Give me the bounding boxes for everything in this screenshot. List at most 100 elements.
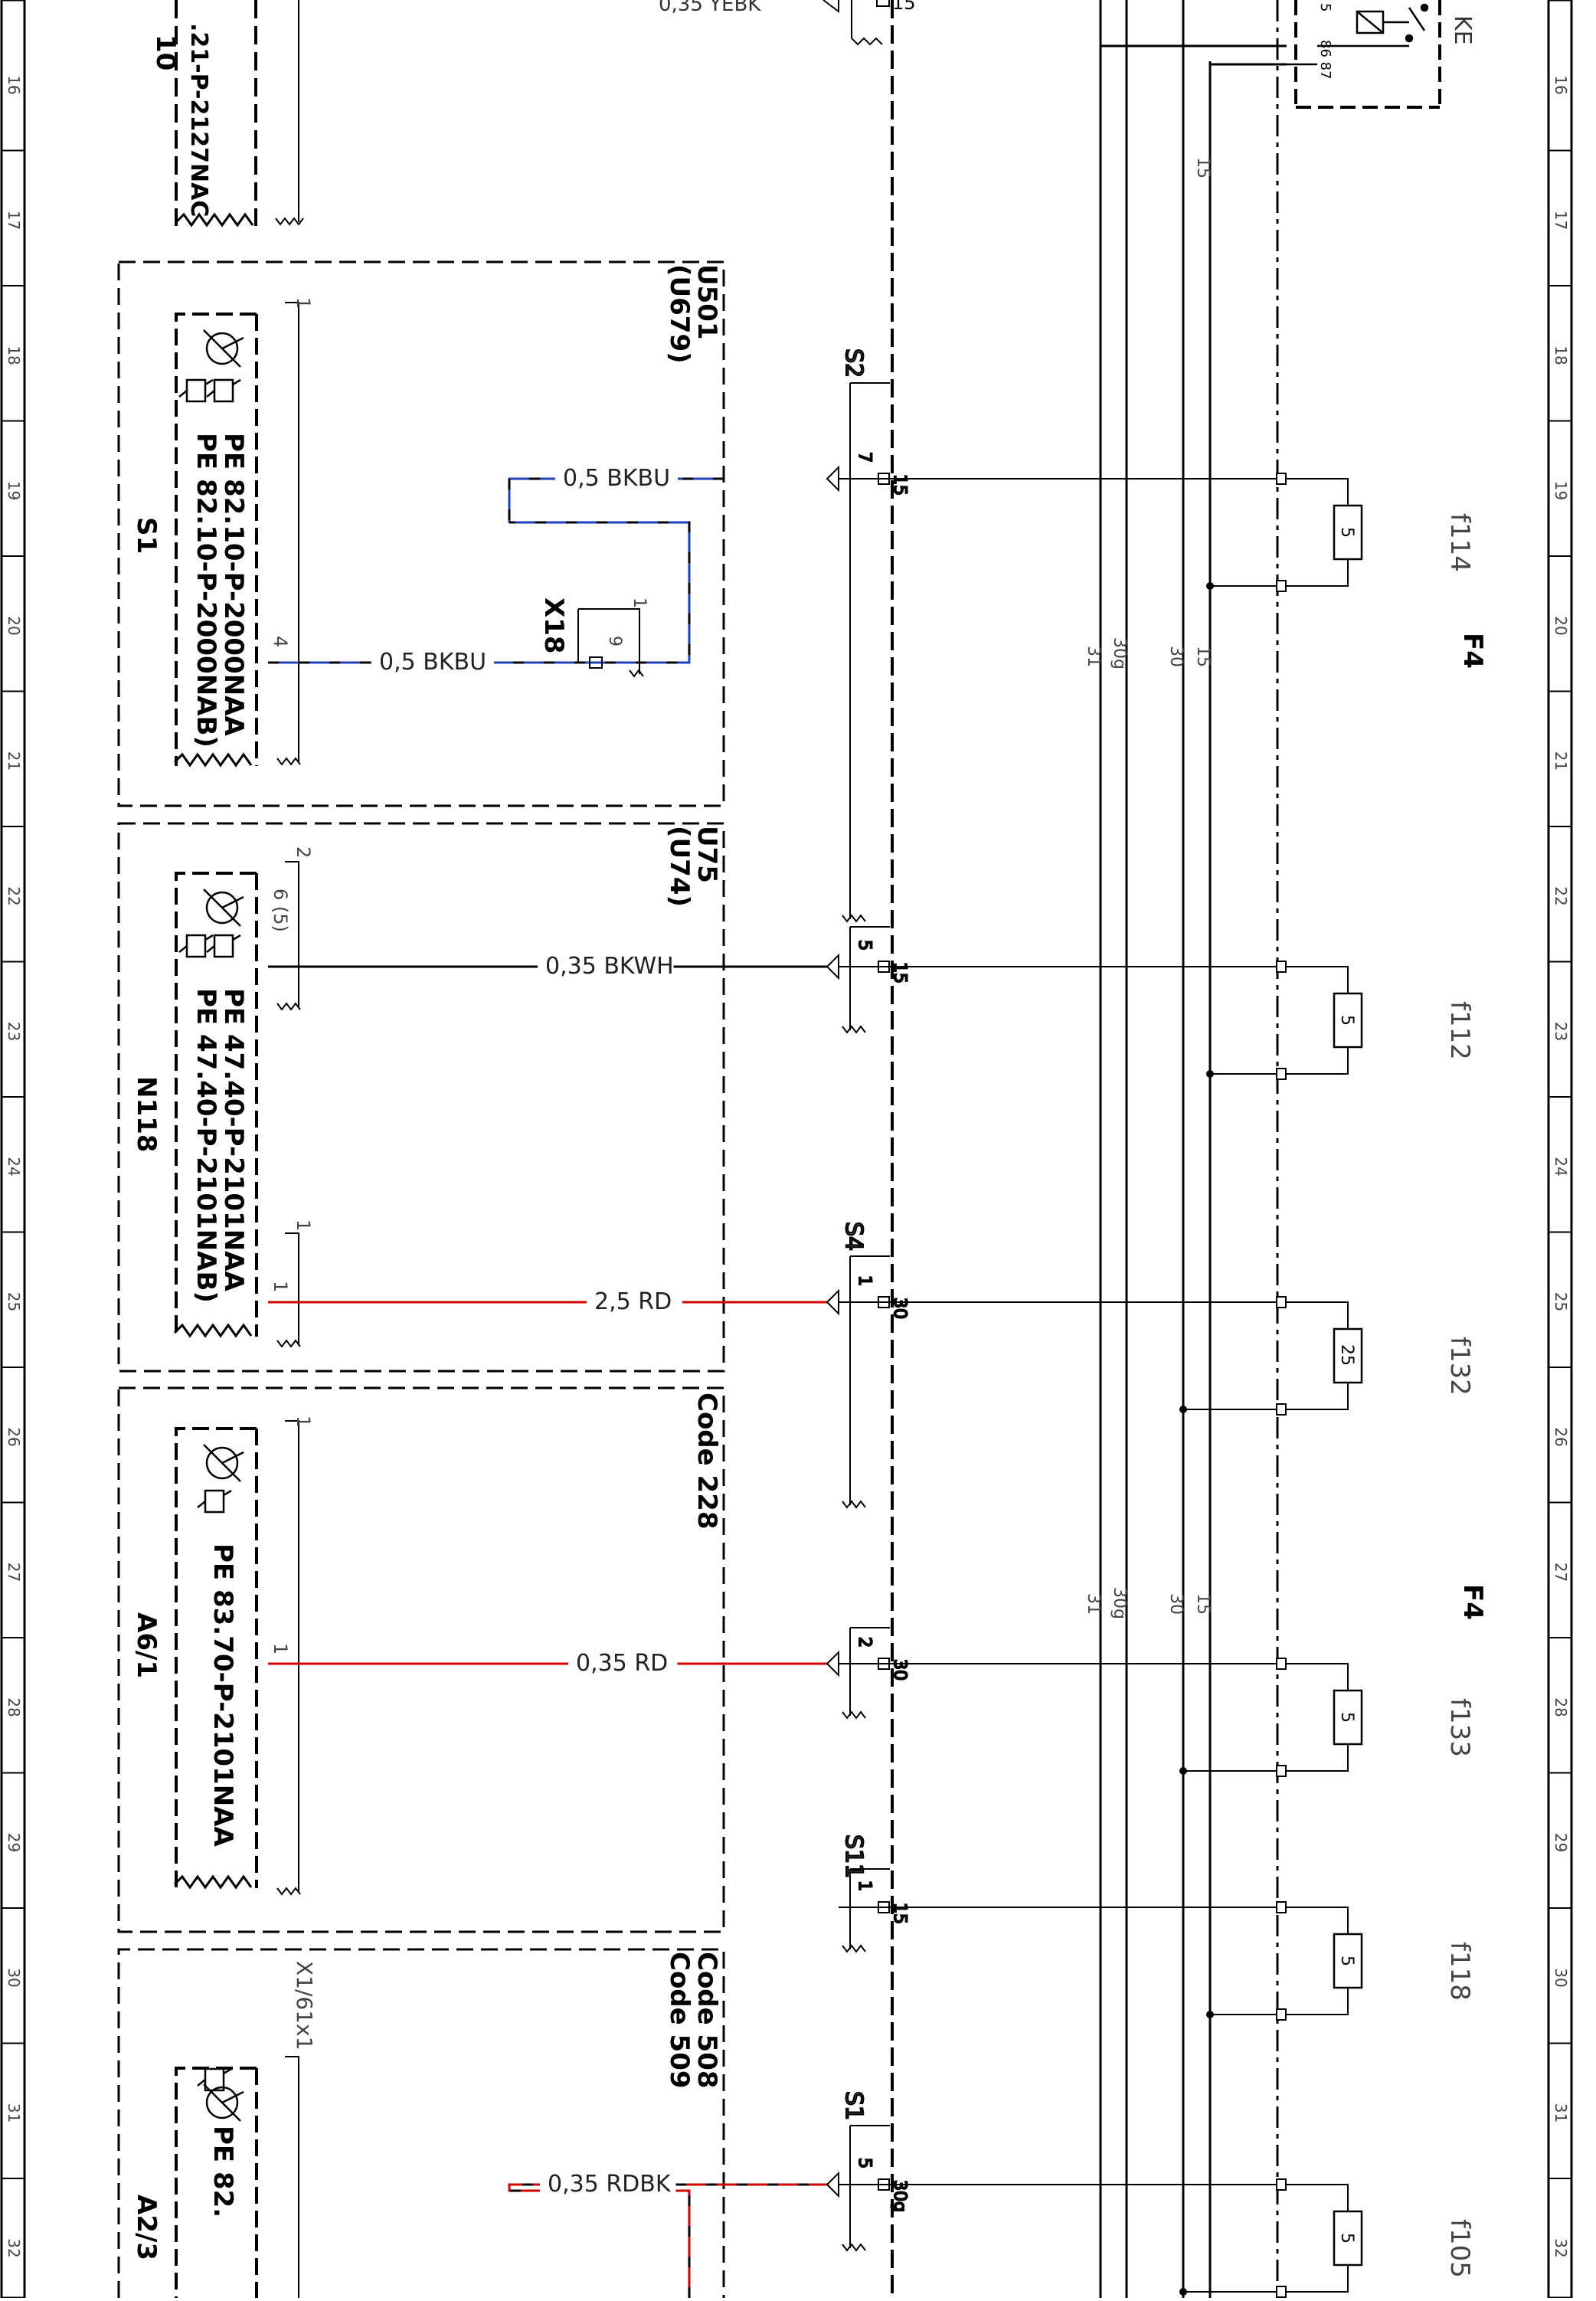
splice-arrow <box>826 465 839 493</box>
splice-arrow <box>826 2171 839 2198</box>
sensor-symbol-1 <box>203 889 244 927</box>
row-number-right-22: 22 <box>1552 886 1570 905</box>
row-number-left-22: 22 <box>5 886 23 905</box>
bus-label-30-b: 30 <box>1166 1593 1186 1615</box>
fuse-body <box>1333 1327 1363 1384</box>
junction-dot <box>1206 582 1214 590</box>
component-box-n118 <box>175 872 258 1337</box>
splice-name: S1 <box>840 2091 867 2120</box>
module-box-a6-1 <box>117 1386 725 1933</box>
reference-hand-icon <box>206 934 241 958</box>
splice-terminal: 30 <box>890 1298 909 1319</box>
bus-label-15-b: 15 <box>1193 1593 1212 1615</box>
bus-label-15-a: 15 <box>1193 646 1212 667</box>
pin-n118-pin: 6 (5) <box>270 889 291 932</box>
wire-3: 2,5 RD <box>268 1288 827 1315</box>
row-number-right-25: 25 <box>1552 1292 1570 1311</box>
row-number-left-16: 16 <box>5 75 23 94</box>
fuse-body <box>1333 992 1363 1049</box>
bus-label-31-b: 31 <box>1084 1593 1103 1615</box>
fuse-name: f132 <box>1444 1337 1475 1396</box>
splice-3: 230 <box>826 1627 1287 1720</box>
row-number-right-26: 26 <box>1552 1427 1570 1446</box>
pin-s1-x: 4 <box>270 636 291 647</box>
partial-module-label: 10 <box>150 34 181 70</box>
wire-label: 2,5 RD <box>594 1288 672 1315</box>
splice-terminal: 15 <box>890 1903 909 1924</box>
row-number-left-24: 24 <box>5 1157 23 1176</box>
row-number-left-29: 29 <box>5 1833 23 1852</box>
row-number-right-27: 27 <box>1552 1563 1570 1582</box>
reference-hand-icon <box>206 378 241 403</box>
wire-label: 0,5 BKBU <box>563 465 670 492</box>
variant-s1-b: (U679) <box>664 264 695 364</box>
variant-a6-1: Code 228 <box>692 1393 722 1530</box>
wire-5: 0,35 RDBK <box>508 2171 827 2298</box>
pin-a6-top: 1 <box>293 1416 314 1427</box>
splice-terminal: 15 <box>890 474 909 496</box>
row-number-right-29: 29 <box>1552 1833 1570 1852</box>
wire-label: 0,35 RDBK <box>548 2171 672 2198</box>
splice-arrow <box>826 953 839 980</box>
wire-path <box>268 521 691 664</box>
pin-a6-pin: 1 <box>270 1643 291 1655</box>
sensor-symbol-2 <box>203 1444 244 1482</box>
pin-n118-pin2: 1 <box>270 1281 291 1292</box>
bus-label-30g-b: 30g <box>1110 1587 1129 1619</box>
module-ref-n118-b: PE 47.40-P-2101NAB) <box>191 988 221 1303</box>
wire-label: 0,35 RD <box>576 1650 668 1677</box>
row-number-right-23: 23 <box>1552 1022 1570 1041</box>
module-ref-a6-1: PE 83.70-P-2101NAA <box>208 1543 238 1847</box>
reference-hand-icon <box>197 1489 232 1514</box>
reference-hand-icon <box>197 2067 232 2092</box>
bus-label-31-a: 31 <box>1084 646 1103 667</box>
row-number-left-25: 25 <box>5 1292 23 1311</box>
wire-path <box>508 2183 827 2298</box>
row-number-left-26: 26 <box>5 1427 23 1446</box>
fuse-name: f133 <box>1444 1698 1475 1757</box>
module-name-s1: S1 <box>131 517 162 554</box>
splice-pin-number: 1 <box>855 1275 874 1286</box>
reference-hand-icon <box>178 934 214 958</box>
module-ref-s1-b: PE 82.10-P-2000NAB) <box>191 433 221 748</box>
row-number-left-21: 21 <box>5 751 23 771</box>
module-ref-s1-a: PE 82.10-P-2000NAA <box>218 433 249 736</box>
wire-stripe <box>508 2183 827 2298</box>
fuse-name: f114 <box>1444 513 1475 572</box>
wire-label: 0,35 BKWH <box>545 953 674 980</box>
fuse-rating: 5 <box>1337 1015 1356 1026</box>
variant-n118-b: (U74) <box>664 826 695 907</box>
module-box-n118 <box>117 822 725 1373</box>
row-number-left-27: 27 <box>5 1563 23 1582</box>
pin-n118-top: 2 <box>293 846 314 858</box>
fuse-rating: 25 <box>1337 1344 1356 1366</box>
row-number-right-24: 24 <box>1552 1157 1570 1176</box>
junction-dot <box>1206 2011 1214 2018</box>
row-number-right-28: 28 <box>1552 1697 1570 1717</box>
row-number-right-21: 21 <box>1552 751 1570 771</box>
connector-x18-pin9: 9 <box>605 636 624 646</box>
module-name-a6-1: A6/1 <box>131 1612 162 1678</box>
splice-name: S11 <box>840 1835 867 1878</box>
row-number-right-31: 31 <box>1552 2103 1570 2123</box>
wire-1: 0,5 BKBU <box>268 521 691 676</box>
row-number-right-20: 20 <box>1552 616 1570 635</box>
fuse-rating: 5 <box>1337 2233 1356 2244</box>
wire-0: 0,5 BKBU <box>508 465 724 523</box>
wire-stripe <box>268 521 691 664</box>
row-number-left-30: 30 <box>5 1968 23 1987</box>
splice-terminal: 30 <box>890 1659 909 1681</box>
connector-x1-61x1: X1/61x1 <box>292 1961 317 2050</box>
row-number-right-18: 18 <box>1552 345 1570 365</box>
junction-dot <box>1206 1070 1214 1078</box>
connector-x18-pin1: 1 <box>630 597 649 608</box>
variant-a2-3-b: Code 509 <box>664 1952 695 2089</box>
splice-arrow <box>826 1650 839 1677</box>
module-name-a2-3: A2/3 <box>131 2195 162 2260</box>
bus-label-30g-a: 30g <box>1110 637 1129 669</box>
row-number-left-19: 19 <box>5 481 23 500</box>
